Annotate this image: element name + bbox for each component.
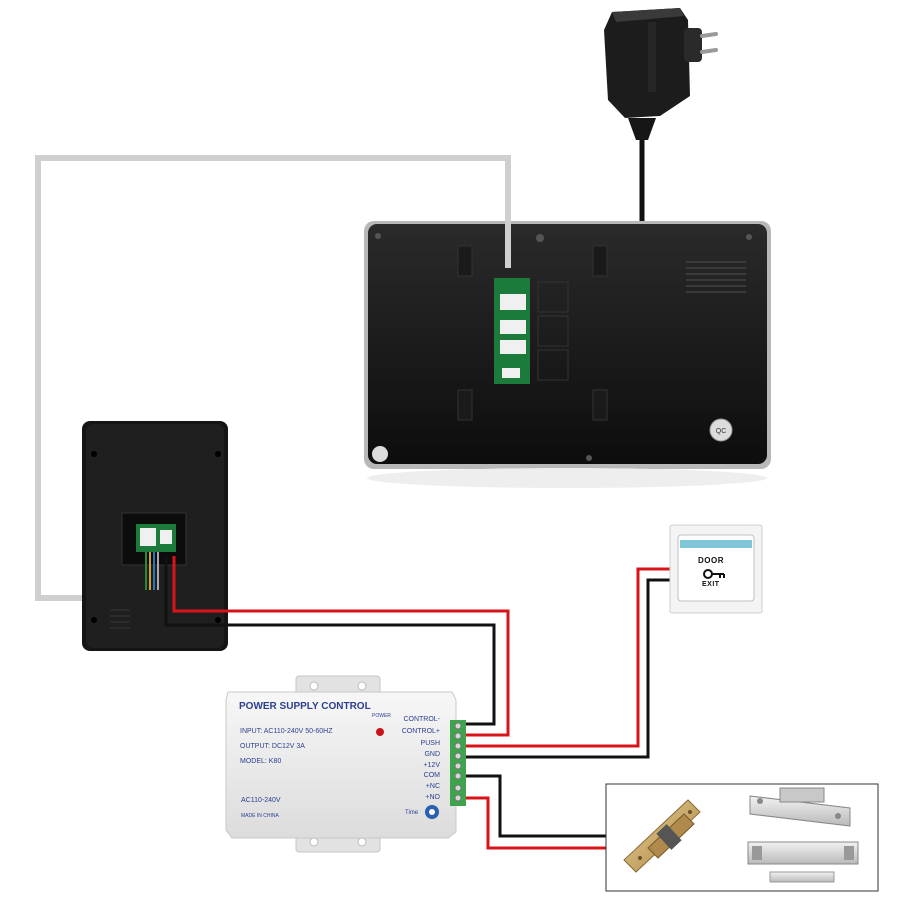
psu-ac-label: AC110-240V <box>241 797 281 804</box>
electric-bolt-lock <box>749 787 851 827</box>
psu-input-spec: INPUT: AC110-240V 50-60HZ <box>240 728 333 735</box>
terminal-label-push: PUSH <box>420 740 440 747</box>
wire-black-lock-control <box>164 556 496 726</box>
terminal-label-control-plus: CONTROL+ <box>401 728 440 735</box>
wire-red-push <box>462 567 672 748</box>
psu-power-label: POWER <box>372 713 391 719</box>
terminal-label-control-minus: CONTROL- <box>403 716 440 723</box>
magnetic-lock <box>747 841 859 883</box>
exit-button-door-text: DOOR <box>698 556 724 565</box>
psu-model: MODEL: K80 <box>240 758 282 765</box>
terminal-label-gnd: GND <box>424 751 440 758</box>
psu-time-label: Time <box>405 810 419 816</box>
terminal-label-nc: +NC <box>425 783 440 790</box>
psu-output-spec: OUTPUT: DC12V 3A <box>240 743 305 750</box>
exit-button-exit-text: EXIT <box>702 581 720 588</box>
psu-made-in: MADE IN CHINA <box>241 813 279 819</box>
outdoor-unit <box>82 421 228 651</box>
terminal-label-12v: +12V <box>423 762 440 769</box>
psu-title: POWER SUPPLY CONTROL <box>239 701 371 712</box>
wire-red-lock-control <box>172 556 510 737</box>
wire-black-com <box>462 774 606 838</box>
electric-strike-lock <box>623 799 701 873</box>
terminal-label-no: +NO <box>425 794 440 801</box>
key-icon <box>703 569 725 579</box>
lock-products-panel <box>605 783 879 892</box>
wire-black-gnd <box>462 578 672 759</box>
terminal-label-com: COM <box>423 772 440 779</box>
indoor-monitor: QC <box>364 221 771 488</box>
wire-red-no <box>462 796 606 850</box>
qc-sticker: QC <box>716 428 727 435</box>
power-supply-box <box>225 675 466 853</box>
exit-button <box>669 524 763 614</box>
power-adapter <box>604 8 718 140</box>
